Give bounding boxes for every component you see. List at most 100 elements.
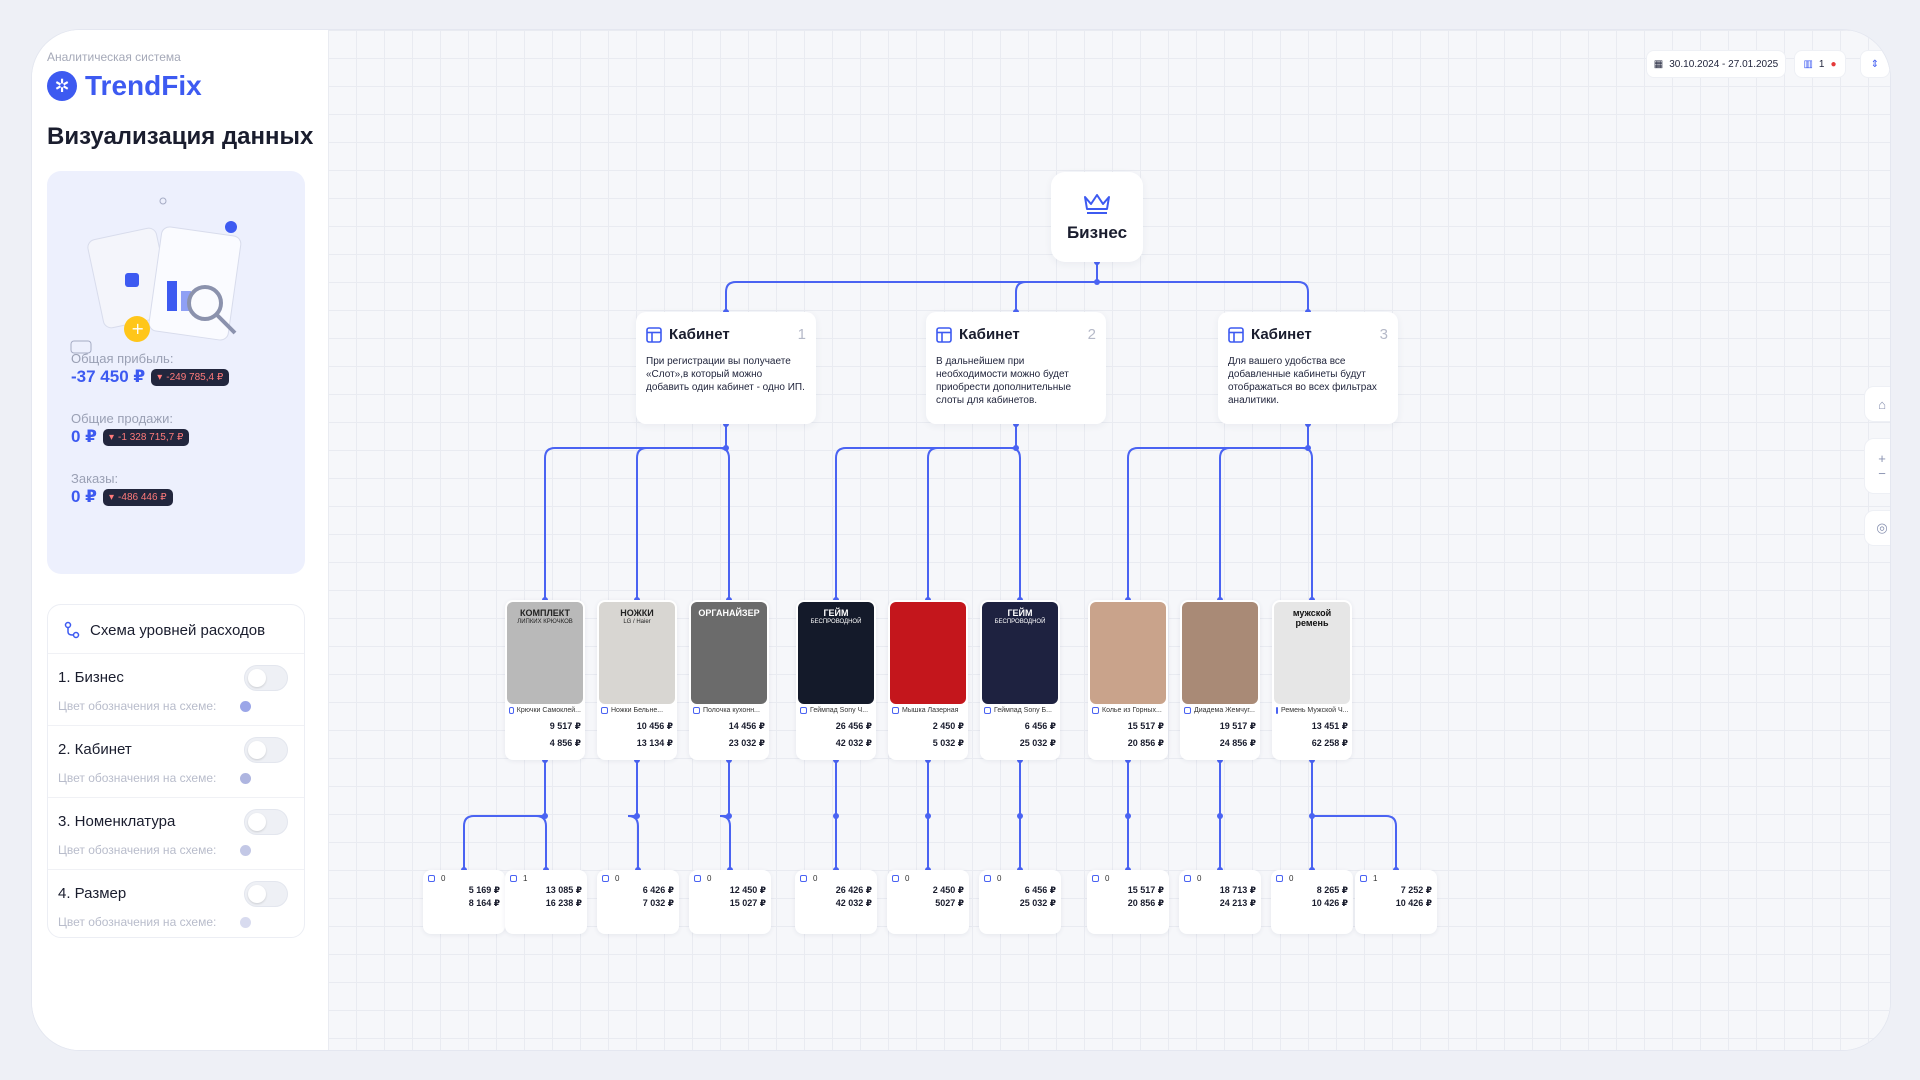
product-card[interactable]: Диадема Жемчуг...19 517 ₽24 856 ₽ bbox=[1180, 600, 1260, 760]
size-count: 0 bbox=[813, 874, 818, 883]
date-range-text: 30.10.2024 - 27.01.2025 bbox=[1669, 58, 1779, 70]
product-card[interactable]: Колье из Горных...15 517 ₽20 856 ₽ bbox=[1088, 600, 1168, 760]
color-dot[interactable] bbox=[240, 916, 252, 928]
cabinet-description: Для вашего удобства все добавленные каби… bbox=[1228, 356, 1377, 406]
zoom-in-icon[interactable]: + bbox=[1878, 451, 1886, 466]
product-profit: 9 517 ₽ bbox=[549, 721, 581, 731]
sort-button[interactable]: ⇕ bbox=[1860, 50, 1890, 78]
product-name: Геймпад Sony Ч... bbox=[810, 707, 869, 714]
product-card[interactable]: ОРГАНАЙЗЕР Полочка кухонн...14 456 ₽23 03… bbox=[689, 600, 769, 760]
product-profit: 6 456 ₽ bbox=[1024, 721, 1056, 731]
cabinet-title: Кабинет bbox=[959, 326, 1020, 343]
clipboard-illustration: + bbox=[70, 197, 242, 354]
stats-card: + Общая прибыль: -37 450 ₽ ▾-249 785,4 ₽… bbox=[47, 171, 305, 574]
product-name: Диадема Жемчуг... bbox=[1194, 707, 1255, 714]
product-name: Полочка кухонн... bbox=[703, 707, 760, 714]
size-card-header: 0 bbox=[800, 874, 872, 883]
product-name: Ремень Мужской Ч... bbox=[1281, 707, 1349, 714]
color-dot[interactable] bbox=[240, 700, 252, 712]
zoom-out-icon[interactable]: − bbox=[1878, 466, 1886, 481]
product-metrics: 14 456 ₽23 032 ₽ bbox=[689, 715, 769, 749]
cabinet-filter-button[interactable]: ▥ 1 ● bbox=[1794, 50, 1846, 78]
size-profit: 6 426 ₽ bbox=[642, 885, 674, 895]
size-profit: 18 713 ₽ bbox=[1219, 885, 1256, 895]
color-dot[interactable] bbox=[240, 844, 252, 856]
size-sales: 10 426 ₽ bbox=[1395, 898, 1432, 908]
cabinet-toggle[interactable] bbox=[244, 737, 288, 763]
scheme-item-sub: Цвет обозначения на схеме: bbox=[58, 771, 217, 785]
sort-icon: ⇕ bbox=[1870, 58, 1880, 70]
size-card-header: 1 bbox=[510, 874, 582, 883]
scheme-item-sub: Цвет обозначения на схеме: bbox=[58, 915, 217, 929]
node-business[interactable]: Бизнес bbox=[1051, 172, 1143, 262]
sales-row: 0 ₽ ▾-1 328 715,7 ₽ bbox=[71, 427, 190, 447]
size-count: 0 bbox=[997, 874, 1002, 883]
size-count: 1 bbox=[523, 874, 528, 883]
orders-delta-badge: ▾-486 446 ₽ bbox=[103, 488, 173, 506]
recenter-button[interactable]: ◎ bbox=[1864, 510, 1890, 546]
nomenclature-toggle[interactable] bbox=[244, 809, 288, 835]
page-title: Визуализация данных bbox=[47, 123, 314, 150]
down-arrow-icon: ▾ bbox=[109, 491, 115, 503]
date-range-picker[interactable]: ▦ 30.10.2024 - 27.01.2025 bbox=[1646, 50, 1786, 78]
down-arrow-icon: ▾ bbox=[157, 371, 163, 383]
size-icon bbox=[428, 875, 435, 882]
size-count: 0 bbox=[441, 874, 446, 883]
business-toggle[interactable] bbox=[244, 665, 288, 691]
app-subtitle: Аналитическая система bbox=[47, 50, 181, 64]
cabinet-number: 3 bbox=[1379, 326, 1388, 343]
size-card-header: 0 bbox=[602, 874, 674, 883]
product-icon bbox=[1092, 707, 1099, 714]
product-metrics: 13 451 ₽62 258 ₽ bbox=[1272, 715, 1352, 749]
connector-line bbox=[718, 447, 730, 600]
logo[interactable]: ✲ TrendFix bbox=[47, 70, 202, 102]
size-profit: 26 426 ₽ bbox=[835, 885, 872, 895]
product-name: Геймпад Sony Б... bbox=[994, 707, 1052, 714]
connector-line bbox=[1009, 447, 1021, 600]
size-icon bbox=[984, 875, 991, 882]
size-sales: 15 027 ₽ bbox=[729, 898, 766, 908]
size-card-header: 0 bbox=[1092, 874, 1164, 883]
product-name: Ножки Бельне... bbox=[611, 707, 664, 714]
color-dot[interactable] bbox=[240, 772, 252, 784]
mouse-icon: ⌂ bbox=[1878, 396, 1886, 412]
product-profit: 2 450 ₽ bbox=[932, 721, 964, 731]
product-sales: 5 032 ₽ bbox=[932, 738, 964, 748]
product-sales: 4 856 ₽ bbox=[549, 738, 581, 748]
divider bbox=[48, 653, 304, 654]
product-metrics: 19 517 ₽24 856 ₽ bbox=[1180, 715, 1260, 749]
size-profit: 7 252 ₽ bbox=[1400, 885, 1432, 895]
cabinet-description: При регистрации вы получаете «Слот»,в ко… bbox=[646, 356, 805, 393]
divider bbox=[48, 869, 304, 870]
diagram-canvas[interactable]: ▦ 30.10.2024 - 27.01.2025 ▥ 1 ● ⇕ ⌂ + − … bbox=[328, 30, 1890, 1050]
product-image: ОРГАНАЙЗЕР bbox=[691, 602, 767, 704]
connector-dot bbox=[542, 813, 548, 819]
size-toggle[interactable] bbox=[244, 881, 288, 907]
product-image-subtitle: БЕСПРОВОДНОЙ bbox=[994, 619, 1046, 625]
size-icon bbox=[510, 875, 517, 882]
size-icon bbox=[1184, 875, 1191, 882]
mouse-mode-button[interactable]: ⌂ bbox=[1864, 386, 1890, 422]
